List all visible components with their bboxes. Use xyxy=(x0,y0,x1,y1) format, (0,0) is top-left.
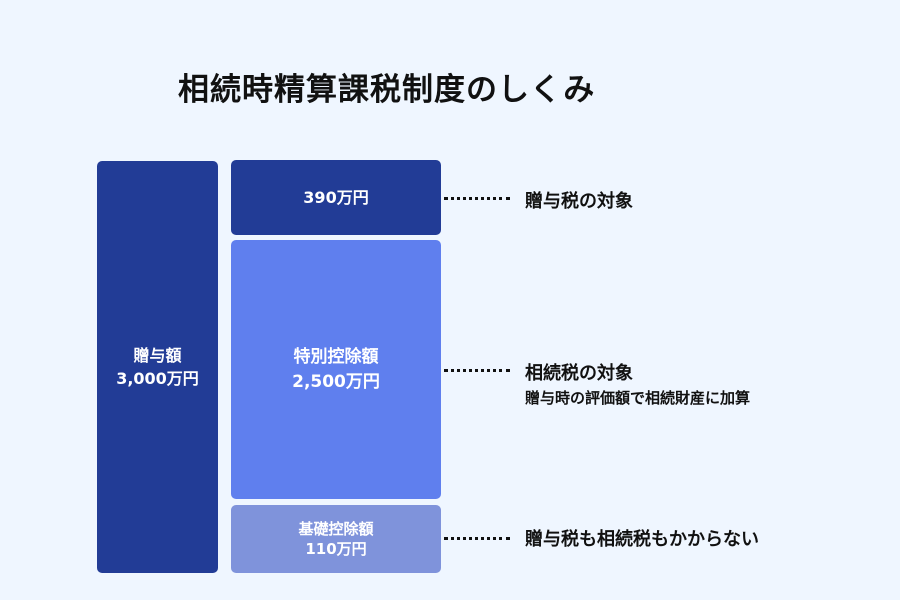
taxable-gift-box: 390万円 xyxy=(231,160,441,235)
special-deduction-subnote: 贈与時の評価額で相続財産に加算 xyxy=(525,389,751,407)
special-deduction-note: 相続税の対象 xyxy=(525,363,633,384)
gift-total-amount: 3,000万円 xyxy=(116,369,199,388)
dotted-connector xyxy=(444,369,510,372)
dotted-connector xyxy=(444,537,510,540)
basic-deduction-label: 基礎控除額 xyxy=(298,519,374,538)
gift-total-label: 贈与額 xyxy=(133,345,182,365)
taxable-gift-amount: 390万円 xyxy=(303,187,369,207)
special-deduction-label: 特別控除額 xyxy=(293,346,379,367)
basic-deduction-amount: 110万円 xyxy=(305,540,367,558)
taxable-gift-note: 贈与税の対象 xyxy=(525,191,633,212)
basic-deduction-note: 贈与税も相続税もかからない xyxy=(525,529,759,550)
basic-deduction-box: 基礎控除額 110万円 xyxy=(231,505,441,573)
gift-total-box: 贈与額 3,000万円 xyxy=(97,161,218,573)
special-deduction-box: 特別控除額 2,500万円 xyxy=(231,240,441,499)
special-deduction-note-group: 相続税の対象 贈与時の評価額で相続財産に加算 xyxy=(525,359,750,408)
page-title: 相続時精算課税制度のしくみ xyxy=(178,72,596,108)
dotted-connector xyxy=(444,197,510,200)
special-deduction-amount: 2,500万円 xyxy=(292,371,380,392)
